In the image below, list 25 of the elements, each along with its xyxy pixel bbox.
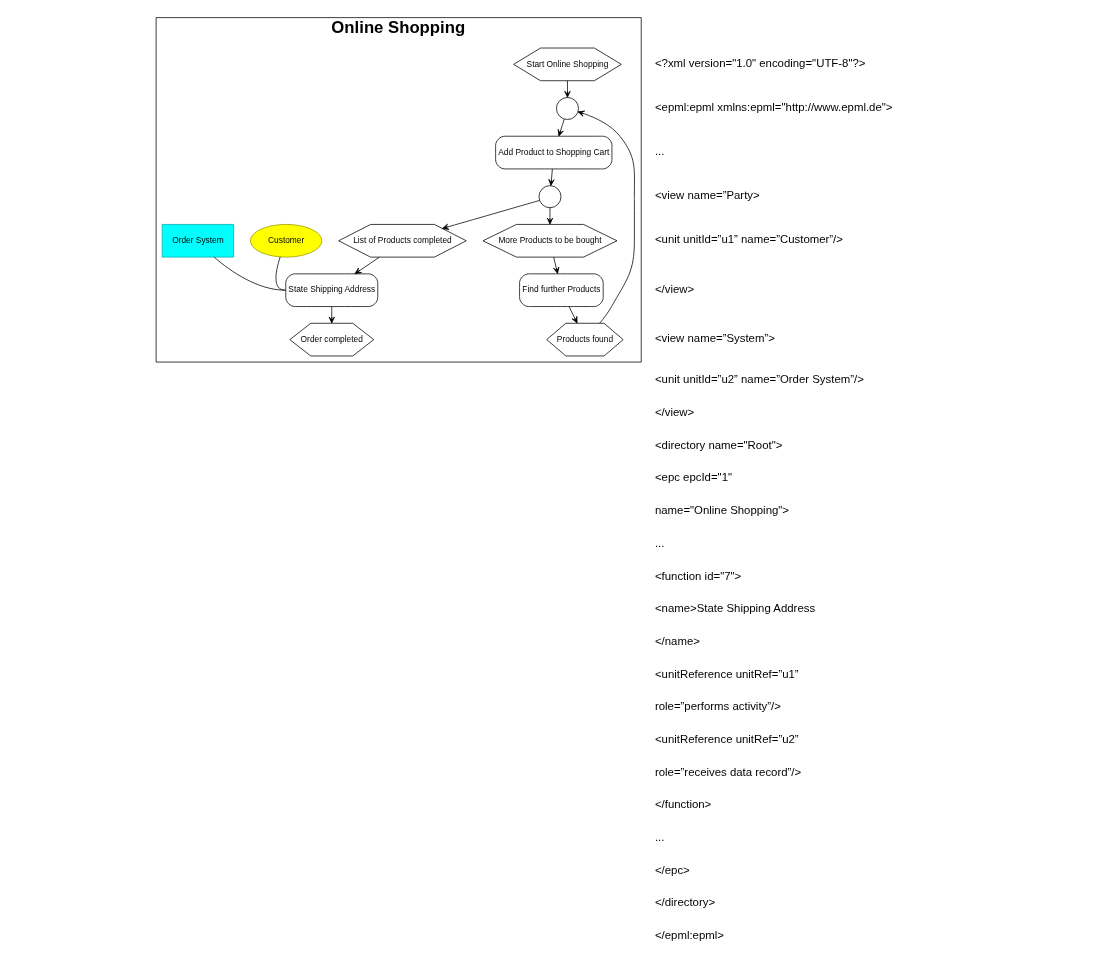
label: ... xyxy=(654,145,665,158)
label: role=”receives data record”/> xyxy=(654,765,802,778)
label: <name>State Shipping Address xyxy=(654,602,816,615)
label: ... xyxy=(654,536,665,549)
label: </epc> xyxy=(654,863,690,876)
label: role=”performs activity”/> xyxy=(654,700,781,713)
label: </view> xyxy=(654,406,695,419)
label: ... xyxy=(654,831,665,844)
label: <unit unitId=”u2” name=”Order System”/> xyxy=(654,373,864,386)
label: <unit unitId=”u1” name=”Customer”/> xyxy=(654,233,843,246)
label: <directory name="Root"> xyxy=(654,438,783,451)
label: <view name=”Party> xyxy=(654,189,760,202)
label: <view name=”System”> xyxy=(654,332,775,345)
label: </view> xyxy=(654,282,695,295)
label: </name> xyxy=(654,634,700,647)
label: <function id="7"> xyxy=(654,569,742,582)
label: </epml:epml> xyxy=(654,929,724,942)
label: <epc epcId="1" xyxy=(654,471,733,484)
label: <?xml version="1.0" encoding="UTF-8"?> xyxy=(654,57,866,70)
label: </directory> xyxy=(654,896,716,909)
label: </function> xyxy=(654,798,712,811)
label: <unitReference unitRef=”u1” xyxy=(654,667,799,680)
label: <epml:epml xmlns:epml="http://www.epml.de"> xyxy=(654,101,893,114)
label: name="Online Shopping"> xyxy=(654,504,790,517)
label: <unitReference unitRef=”u2” xyxy=(654,732,799,745)
